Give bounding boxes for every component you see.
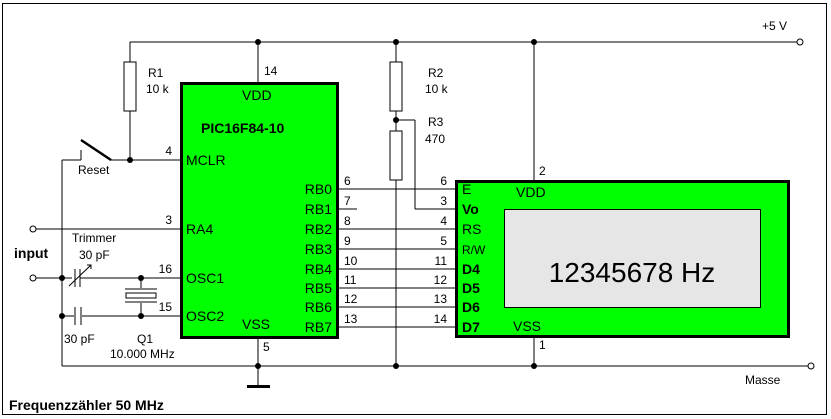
lcd-vdd-label: VDD (516, 184, 546, 200)
pic-pin-number: 16 (159, 262, 173, 276)
lcd-pin-number: 11 (435, 254, 448, 268)
pic-pin-number: 8 (344, 214, 351, 228)
lcd-vss-label: VSS (513, 318, 541, 334)
junction-dot (255, 39, 261, 45)
diagram-title: Frequenzzähler 50 MHz (9, 397, 164, 413)
lcd-pin-number: 3 (440, 194, 447, 208)
pic-pin-number: 15 (159, 300, 173, 314)
junction-dot (59, 275, 65, 281)
reset-label: Reset (78, 163, 110, 177)
input-terminal[interactable] (29, 274, 37, 282)
capacitor-icon (74, 307, 82, 325)
pic-pin-number: 11 (344, 273, 357, 287)
lcd-display-text: 12345678 Hz (549, 257, 716, 288)
pic-pin-label-rb5: RB5 (305, 280, 332, 296)
junction-dot (59, 313, 65, 319)
lcd-pin-number: 13 (434, 292, 448, 306)
ra4-terminal[interactable] (29, 225, 37, 233)
lcd-pin-label-e: E (462, 181, 471, 197)
lcd-pin-number: 6 (440, 174, 447, 188)
lcd-pin-label-d4: D4 (462, 261, 480, 277)
pic-pin-label-ra4: RA4 (186, 221, 213, 237)
reset-switch-icon[interactable] (80, 138, 112, 162)
resistor-r3-icon (389, 130, 403, 181)
pic-pin-number: 9 (344, 234, 351, 248)
lcd-pin-label-d6: D6 (462, 299, 480, 315)
pic-pin-label-osc1: OSC1 (186, 270, 224, 286)
trimmer-capacitor-icon (68, 264, 92, 287)
junction-dot (393, 363, 399, 369)
pic-pin-label-osc2: OSC2 (186, 308, 224, 324)
pic-pin-label-rb1: RB1 (305, 201, 332, 217)
resistor-r2-icon (389, 61, 403, 112)
vplus-label: +5 V (762, 19, 787, 33)
junction-dot (138, 313, 144, 319)
pic-pin-label-rb7: RB7 (305, 319, 332, 335)
r1-value: 10 k (146, 82, 170, 96)
pic-pin-label-rb3: RB3 (305, 241, 332, 257)
lcd-pin-label-d7: D7 (462, 319, 480, 335)
pic-pin-label-rb0: RB0 (305, 181, 332, 197)
pic-pin-number: 12 (344, 292, 358, 306)
pic-pin-label-rb6: RB6 (305, 299, 332, 315)
pic-pin-number: 10 (344, 254, 358, 268)
input-label: input (14, 245, 49, 261)
junctions (59, 39, 537, 369)
r2-name: R2 (428, 66, 444, 80)
r3-value: 470 (425, 132, 445, 146)
lcd-pin-number: 14 (434, 312, 448, 326)
lcd-pin-number: 12 (434, 273, 448, 287)
lcd-pin-label-rs: RS (462, 221, 481, 237)
junction-dot (531, 39, 537, 45)
pic-vss-label: VSS (242, 316, 270, 332)
r3-name: R3 (428, 115, 444, 129)
junction-dot (138, 275, 144, 281)
lcd-pin-number: 5 (440, 234, 447, 248)
crystal-icon (125, 288, 157, 303)
vplus-terminal[interactable] (796, 38, 804, 46)
pic-part-number: PIC16F84-10 (201, 120, 284, 136)
pic-pin-number: 4 (165, 144, 172, 158)
trimmer-name: Trimmer (72, 231, 116, 245)
junction-dot (393, 39, 399, 45)
capacitor-value: 30 pF (64, 332, 95, 346)
pic-vdd-pin-number: 14 (264, 64, 278, 78)
pic-pin-label-mclr: MCLR (186, 152, 226, 168)
pic-pin-number: 7 (344, 194, 351, 208)
pic-vss-pin-number: 5 (263, 340, 270, 354)
ground-terminal[interactable] (807, 362, 815, 370)
pic-pin-number: 6 (344, 174, 351, 188)
r2-value: 10 k (425, 82, 449, 96)
r1-name: R1 (148, 66, 164, 80)
lcd-vss-pin-number: 1 (539, 338, 546, 352)
q1-name: Q1 (137, 332, 153, 346)
trimmer-value: 30 pF (79, 248, 110, 262)
pic-chip-body (180, 82, 339, 339)
pic-pin-label-rb4: RB4 (305, 261, 332, 277)
pic-pin-label-rb2: RB2 (305, 221, 332, 237)
pic-pin-number: 3 (165, 213, 172, 227)
lcd-vdd-pin-number: 2 (539, 164, 546, 178)
lcd-pin-label-rw: R/W (462, 243, 486, 257)
lcd-pin-label-vo: Vo (462, 201, 479, 217)
junction-dot (531, 363, 537, 369)
q1-value: 10.000 MHz (110, 347, 175, 361)
lcd-pin-label-d5: D5 (462, 280, 480, 296)
ground-label: Masse (745, 373, 781, 387)
resistor-r1-icon (123, 61, 137, 112)
ground-symbol-icon (247, 385, 270, 388)
pic-pin-number: 13 (344, 312, 358, 326)
junction-dot (393, 117, 399, 123)
junction-dot (255, 363, 261, 369)
pic-vdd-label: VDD (242, 87, 272, 103)
lcd-pin-number: 4 (440, 214, 447, 228)
lcd-display-screen (504, 209, 761, 308)
junction-dot (127, 157, 133, 163)
